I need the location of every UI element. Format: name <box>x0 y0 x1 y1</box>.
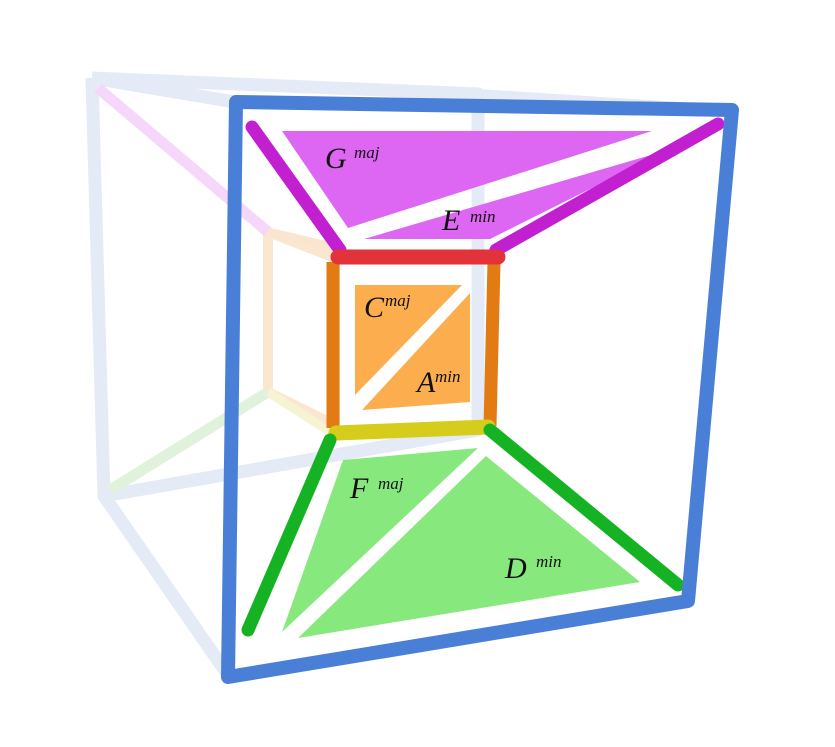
back-edge-bottom-left <box>98 492 234 679</box>
back-ghost-yellow <box>265 388 333 436</box>
chord-root-c: C <box>364 291 385 324</box>
bottom-panel <box>241 423 685 638</box>
chord-quality-maj: maj <box>354 143 380 162</box>
a-minor-triangle <box>362 293 470 410</box>
center-right-edge <box>483 261 501 427</box>
center-bottom-edge <box>328 419 496 441</box>
chord-label-a-minor: A min <box>415 366 461 399</box>
chord-quality-maj: maj <box>378 474 404 493</box>
chord-root-e: E <box>441 204 460 237</box>
chord-quality-min: min <box>536 552 562 571</box>
bottom-left-edge <box>241 433 337 637</box>
back-ghost-green <box>107 387 271 495</box>
chord-root-f: F <box>349 472 369 505</box>
center-panel <box>326 249 506 441</box>
chord-quality-min: min <box>435 367 461 386</box>
chord-label-d-minor: D min <box>504 552 562 585</box>
top-left-edge <box>245 120 347 257</box>
e-minor-triangle <box>364 150 668 239</box>
f-major-triangle <box>282 448 478 632</box>
back-edge-top-left <box>90 71 237 109</box>
chord-label-g-major: G maj <box>325 142 380 175</box>
chord-label-e-minor: E min <box>441 204 496 237</box>
top-right-edge <box>489 117 725 257</box>
outer-frame <box>221 95 739 684</box>
bottom-right-edge <box>483 423 685 592</box>
chord-root-a: A <box>415 366 436 399</box>
chord-quality-maj: maj <box>385 291 411 310</box>
d-minor-triangle <box>298 456 640 638</box>
chord-root-g: G <box>325 142 347 175</box>
c-major-triangle <box>355 285 462 395</box>
chord-label-c-major: C maj <box>364 291 411 324</box>
chord-quality-min: min <box>470 207 496 226</box>
chord-root-d: D <box>504 552 527 585</box>
g-major-triangle <box>282 131 652 228</box>
top-panel <box>245 117 725 257</box>
chord-label-f-major: F maj <box>349 472 404 505</box>
